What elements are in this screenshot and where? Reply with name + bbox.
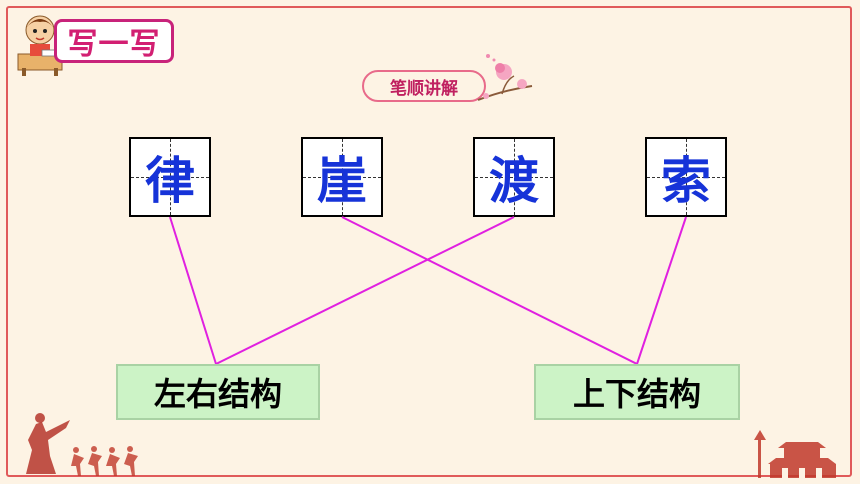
- connector-2: [341, 216, 638, 365]
- character-2: 崖: [317, 151, 367, 210]
- character-3: 渡: [489, 151, 539, 210]
- category-left-right-label: 左右结构: [153, 375, 282, 413]
- badge-label: 写一写: [67, 27, 161, 62]
- running-figures-icon: [71, 446, 138, 476]
- connector-3: [215, 216, 515, 365]
- student-writing-icon: [17, 15, 63, 76]
- category-top-bottom: 上下结构: [534, 364, 740, 420]
- page-frame: [6, 6, 852, 477]
- flower-branch-icon: [477, 54, 533, 101]
- category-top-bottom-label: 上下结构: [572, 375, 701, 413]
- stroke-order-label: 笔顺讲解: [362, 70, 486, 102]
- character-1: 律: [145, 151, 195, 210]
- character-box-3: 渡: [473, 137, 555, 217]
- section-badge: 写一写: [54, 19, 174, 63]
- category-left-right: 左右结构: [116, 364, 320, 420]
- tiananmen-icon: [754, 430, 836, 478]
- connector-4: [636, 216, 687, 365]
- soldier-statue-icon: [26, 413, 70, 474]
- character-box-1: 律: [129, 137, 211, 217]
- character-4: 索: [661, 151, 711, 210]
- connector-1: [169, 216, 217, 365]
- character-box-2: 崖: [301, 137, 383, 217]
- character-box-4: 索: [645, 137, 727, 217]
- subtitle-text: 笔顺讲解: [390, 78, 458, 99]
